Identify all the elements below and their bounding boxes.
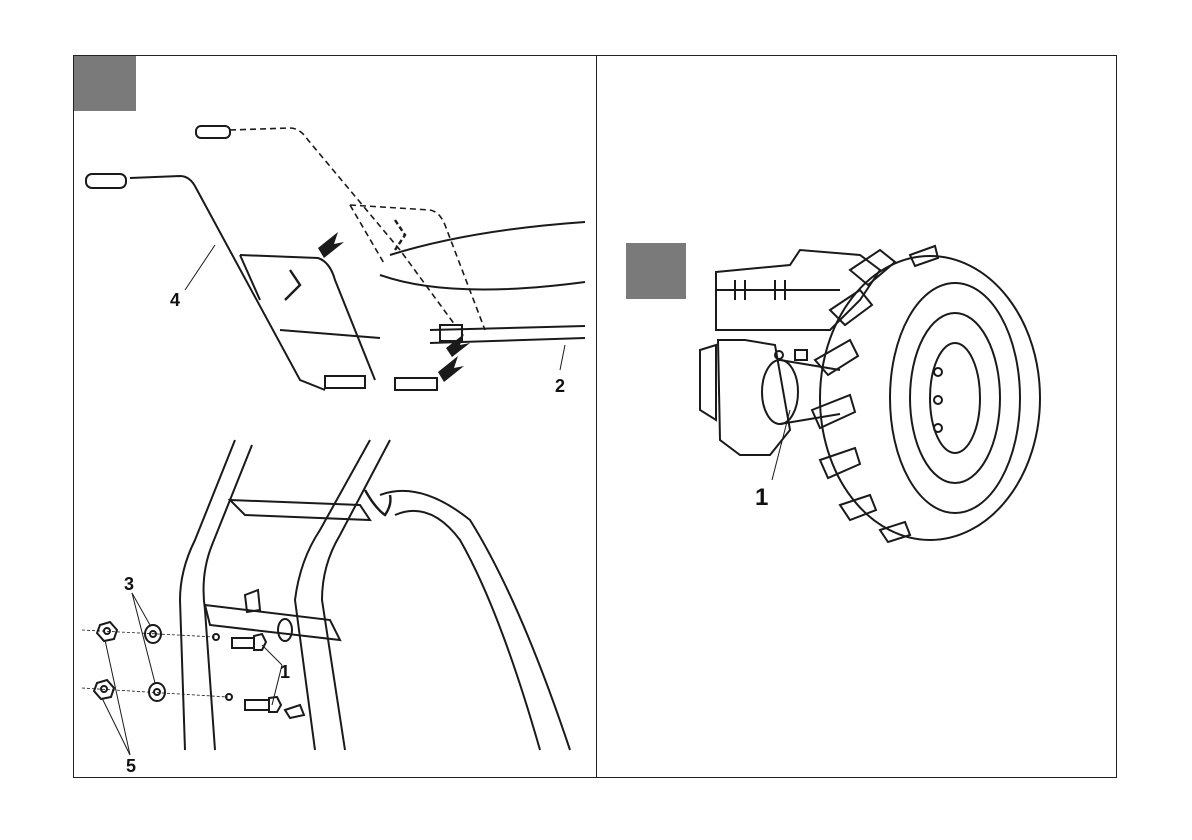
label-handle: 4 <box>170 290 180 310</box>
label-wheel-bolt: 1 <box>755 484 768 511</box>
wheel-mounting-diagram: 1 <box>596 55 1192 778</box>
bolt-attachment-diagram: 3 1 5 <box>0 435 596 775</box>
handle-assembly-diagram: 4 2 <box>0 100 596 480</box>
label-bolts: 1 <box>280 662 290 682</box>
label-frame: 2 <box>555 376 565 396</box>
label-washers: 3 <box>124 574 134 594</box>
label-nuts: 5 <box>126 756 136 776</box>
